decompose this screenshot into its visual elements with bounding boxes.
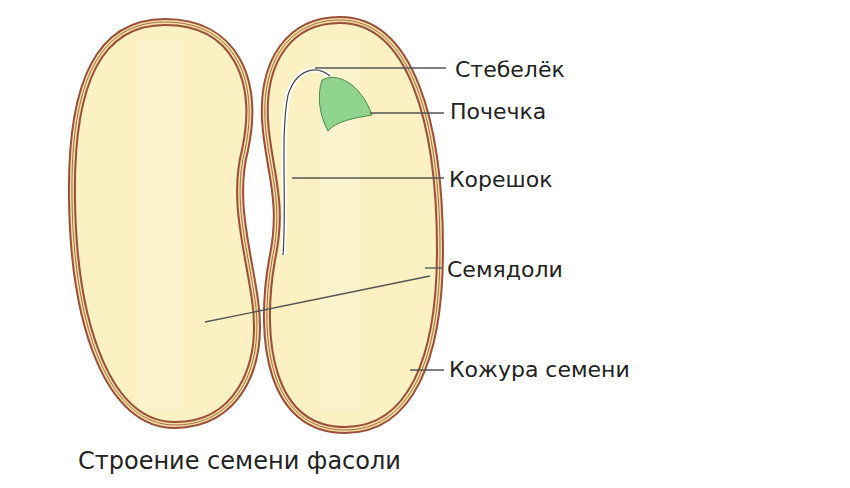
root-label: Корешок: [449, 167, 552, 192]
stem-label: Стебелёк: [455, 57, 565, 82]
caption: Строение семени фасоли: [78, 448, 401, 476]
leader-lines: [205, 68, 446, 370]
left-cotyledon: [72, 22, 257, 425]
cotyledon-label: Семядоли: [447, 257, 563, 282]
seed-coat-label: Кожура семени: [449, 357, 630, 382]
right-cotyledon: [265, 20, 440, 430]
bud-label: Почечка: [450, 99, 546, 124]
bud-leaf: [319, 77, 372, 131]
embryo: [283, 70, 372, 255]
